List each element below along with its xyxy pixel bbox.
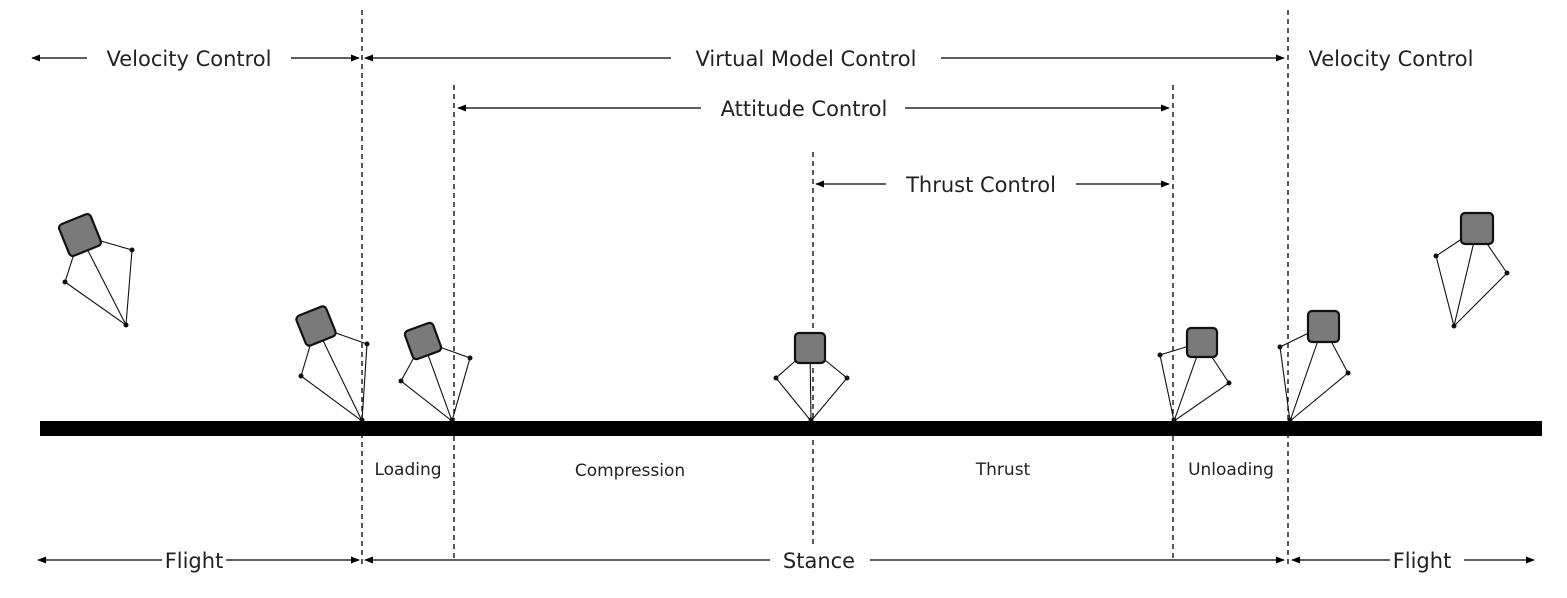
phase-labels: Loading Compression Thrust Unloading (374, 460, 1273, 481)
velocity-control-left-label: Velocity Control (107, 47, 272, 71)
phase-dividers (361, 10, 1289, 568)
ground-bar (40, 421, 1542, 436)
virtual-model-control-label: Virtual Model Control (696, 47, 917, 71)
robot-pose-unloading (1157, 326, 1232, 423)
gait-arrows: Flight Stance Flight (37, 549, 1535, 573)
stance-label: Stance (783, 549, 855, 573)
phase-unloading-label: Unloading (1188, 460, 1274, 480)
flight-left-label: Flight (165, 549, 224, 573)
phase-compression-label: Compression (575, 461, 685, 481)
control-arrows: Velocity Control Virtual Model Control V… (31, 47, 1474, 197)
robot-pose-flight-right (1433, 211, 1510, 329)
attitude-control-label: Attitude Control (721, 97, 888, 121)
robot-pose-touchdown (295, 305, 370, 423)
phase-thrust-label: Thrust (975, 460, 1031, 480)
thrust-control-label: Thrust Control (905, 173, 1056, 197)
velocity-control-right-label: Velocity Control (1309, 47, 1474, 71)
flight-right-label: Flight (1393, 549, 1452, 573)
robot-pose-flight-left (57, 212, 135, 328)
robot-pose-liftoff (1277, 309, 1351, 423)
robot-poses (57, 211, 1510, 423)
robot-pose-compression (773, 331, 850, 423)
phase-loading-label: Loading (374, 460, 441, 480)
robot-pose-loading (398, 321, 473, 423)
